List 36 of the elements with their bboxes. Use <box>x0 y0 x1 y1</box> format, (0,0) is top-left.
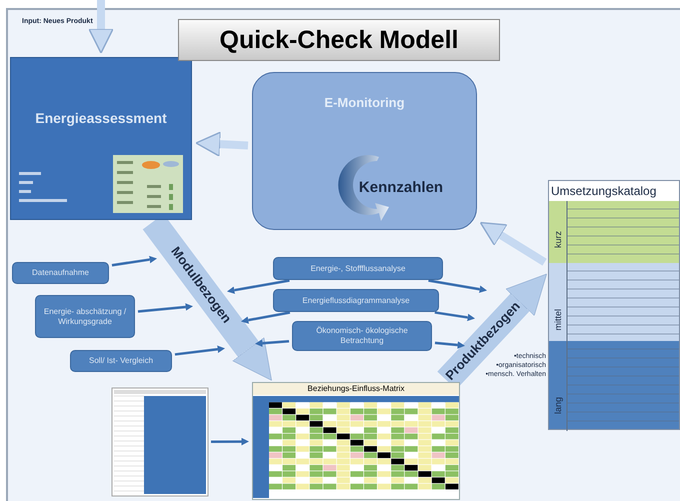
arrow <box>226 279 290 294</box>
process-box <box>292 321 432 351</box>
arrow <box>174 346 226 356</box>
monitoring-panel <box>252 72 477 230</box>
process-box <box>273 289 439 312</box>
process-box <box>12 262 109 284</box>
block-arrow <box>195 131 248 157</box>
block-arrow <box>480 222 547 266</box>
arrow <box>428 279 488 293</box>
table-heading: Umsetzungskatalog <box>551 184 658 198</box>
title: Quick-Check Modell <box>178 19 500 61</box>
process-box <box>273 257 443 280</box>
table-heading: Beziehungs-Einfluss-Matrix <box>253 383 459 395</box>
arrow <box>138 303 194 313</box>
arrow <box>240 311 290 324</box>
arrow <box>112 256 158 266</box>
row-group-label: lang <box>553 397 563 416</box>
box-text: Soll/ Ist- Vergleich <box>88 356 154 366</box>
arrow <box>255 340 290 347</box>
box-text: Energie- abschätzung / Wirkungsgrade <box>42 306 128 326</box>
block-arrow <box>88 0 114 54</box>
module-panel <box>10 57 192 220</box>
process-box <box>70 350 172 372</box>
panel-heading: E-Monitoring <box>323 95 406 110</box>
row-group-label: mittel <box>553 309 563 333</box>
box-text: Ökonomisch- ökologische Betrachtung <box>315 326 409 346</box>
arrow <box>434 311 476 322</box>
process-box <box>35 295 135 338</box>
box-text: Energieflussdiagrammanalyse <box>301 296 411 306</box>
arrow <box>434 341 466 349</box>
box-text: Energie-, Stoffflussanalyse <box>310 264 406 274</box>
panel-heading: Energieassessment <box>34 110 168 126</box>
row-group-label: kurz <box>553 231 563 250</box>
box-text: Datenaufnahme <box>31 268 90 278</box>
cycle-label: Kennzahlen <box>358 178 444 198</box>
arrow <box>211 438 249 446</box>
